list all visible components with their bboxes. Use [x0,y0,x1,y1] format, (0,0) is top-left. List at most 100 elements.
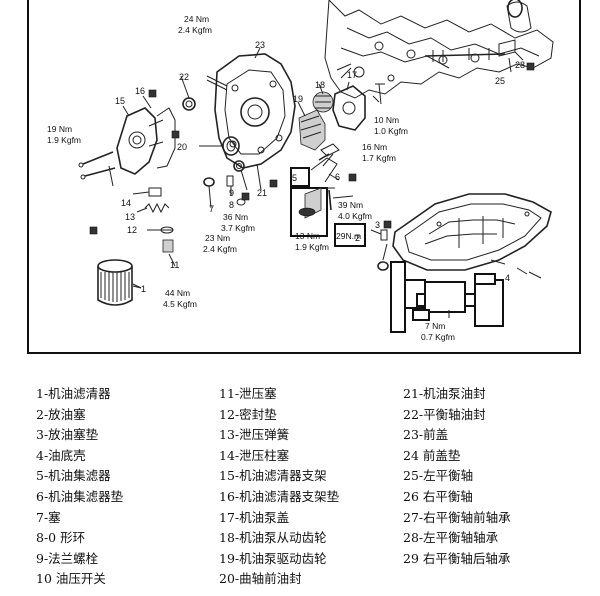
legend-item: 6-机油集滤器垫 [36,488,124,504]
legend-item: 19-机油泵驱动齿轮 [219,550,327,566]
oil-filter-bracket-drawing [78,107,176,180]
legend-item: 23-前盖 [403,427,449,443]
parts-legend: 1-机油滤清器 2-放油塞 3-放油塞垫 4-油底壳 5-机油集滤器 6-机油集… [0,384,600,596]
oil-strainer-drawing [290,153,338,237]
legend-item: 17-机油泵盖 [219,509,290,525]
oil-pump-gears-drawing [298,91,334,151]
engine-block-drawing [324,0,554,99]
svg-text:7 Nm: 7 Nm [425,321,445,331]
legend-item: 7-塞 [36,509,61,525]
svg-text:29N.m: 29N.m [336,231,361,241]
pan-bolt-detail [390,261,504,333]
exploded-view-diagram: 24 Nm 2.4 Kgfm 19 Nm 1.9 Kgfm 10 Nm 1.0 … [27,0,581,354]
part-number: 22 [179,72,189,82]
oil-pan-drawing [392,193,552,279]
part-number: 1 [141,284,146,294]
svg-text:44 Nm: 44 Nm [165,288,190,298]
torque-39-nm: 39 Nm [338,200,363,210]
svg-text:1.9 Kgfm: 1.9 Kgfm [295,242,329,252]
svg-text:1.0 Kgfm: 1.0 Kgfm [374,126,408,136]
torque-13-kgf: 1.9 Kgfm [295,242,329,252]
svg-text:24 Nm: 24 Nm [184,14,209,24]
legend-column-3: 21-机油泵油封 22-平衡轴油封 23-前盖 24 前盖垫 25-左平衡轴 2… [403,384,511,569]
part-number: 11 [170,260,179,270]
legend-item: 4-油底壳 [36,447,86,463]
leader-lines [108,47,524,318]
part-number: 23 [255,40,265,50]
legend-item: 5-机油集滤器 [36,468,111,484]
part-number: 19 [293,94,303,104]
torque-24-kgf: 2.4 Kgfm [178,25,212,35]
svg-text:36 Nm: 36 Nm [223,212,248,222]
torque-16-nm: 16 Nm [362,142,387,152]
legend-item: 28-左平衡轴轴承 [403,530,499,546]
legend-item: 11-泄压塞 [219,386,277,401]
svg-text:4.5 Kgfm: 4.5 Kgfm [163,299,197,309]
part-number: 16 [135,86,145,96]
svg-text:23 Nm: 23 Nm [205,233,230,243]
part-number: 25 [495,76,505,86]
oil-pump-cover-drawing [332,63,366,131]
part-number: 5 [292,173,297,183]
part-number: 21 [257,188,267,198]
torque-19-nm: 19 Nm [47,124,72,134]
legend-item: 10 油压开关 [36,571,106,587]
legend-item: 15-机油滤清器支架 [219,468,327,484]
torque-7-nm: 7 Nm [425,321,445,331]
svg-text:2.4 Kgfm: 2.4 Kgfm [203,244,237,254]
part-number: 13 [125,212,135,222]
svg-text:13 Nm: 13 Nm [295,231,320,241]
svg-text:4.0 Kgfm: 4.0 Kgfm [338,211,372,221]
torque-10-kgf: 1.0 Kgfm [374,126,408,136]
torque-19-kgf: 1.9 Kgfm [47,135,81,145]
part-number: 28 [515,60,525,70]
svg-text:16 Nm: 16 Nm [362,142,387,152]
legend-item: 18-机油泵从动齿轮 [219,530,327,546]
legend-item: 8-0 形环 [36,530,86,546]
part-number: 8 [229,200,234,210]
legend-item: 26 右平衡轴 [403,488,473,504]
part-number: 6 [335,172,340,182]
legend-item: 13-泄压弹簧 [219,427,290,443]
part-number: 7 [209,204,214,214]
torque-10-nm: 10 Nm [374,115,399,125]
legend-item: 20-曲轴前油封 [219,571,302,587]
svg-text:1.9 Kgfm: 1.9 Kgfm [47,135,81,145]
svg-text:1.7 Kgfm: 1.7 Kgfm [362,153,396,163]
part-number: 17 [347,70,357,80]
svg-text:10 Nm: 10 Nm [374,115,399,125]
torque-44-nm: 44 Nm [165,288,190,298]
legend-item: 29 右平衡轴后轴承 [403,550,511,566]
legend-item: 21-机油泵油封 [403,386,486,401]
part-number: 14 [121,198,131,208]
legend-item: 9-法兰螺栓 [36,550,99,566]
part-number: 12 [127,225,137,235]
legend-item: 1-机油滤清器 [36,386,111,401]
legend-item: 22-平衡轴油封 [403,406,486,422]
torque-36-kgf: 3.7 Kgfm [221,223,255,233]
torque-16-kgf: 1.7 Kgfm [362,153,396,163]
torque-23-kgf: 2.4 Kgfm [203,244,237,254]
legend-column-2: 11-泄压塞 12-密封垫 13-泄压弹簧 14-泄压柱塞 15-机油滤清器支架… [219,384,339,590]
svg-text:3.7 Kgfm: 3.7 Kgfm [221,223,255,233]
callout-29nm: 29N.m [336,231,361,241]
legend-column-1: 1-机油滤清器 2-放油塞 3-放油塞垫 4-油底壳 5-机油集滤器 6-机油集… [36,384,123,590]
svg-text:0.7 Kgfm: 0.7 Kgfm [421,332,455,342]
torque-36-nm: 36 Nm [223,212,248,222]
part-number: 2 [355,233,360,243]
legend-item: 27-右平衡轴前轴承 [403,509,511,525]
legend-item: 24 前盖垫 [403,447,461,463]
part-number: 15 [115,96,125,106]
legend-item: 2-放油塞 [36,406,86,422]
part-number: 4 [505,273,510,283]
part-number: 3 [375,220,380,230]
legend-item: 14-泄压柱塞 [219,447,290,463]
part-number: 20 [177,142,187,152]
torque-24-nm: 24 Nm [184,14,209,24]
svg-text:2.4 Kgfm: 2.4 Kgfm [178,25,212,35]
svg-text:39 Nm: 39 Nm [338,200,363,210]
legend-item: 3-放油塞垫 [36,427,99,443]
torque-13-nm: 13 Nm [295,231,320,241]
reuse-markers [89,62,535,235]
torque-7-kgf: 0.7 Kgfm [421,332,455,342]
